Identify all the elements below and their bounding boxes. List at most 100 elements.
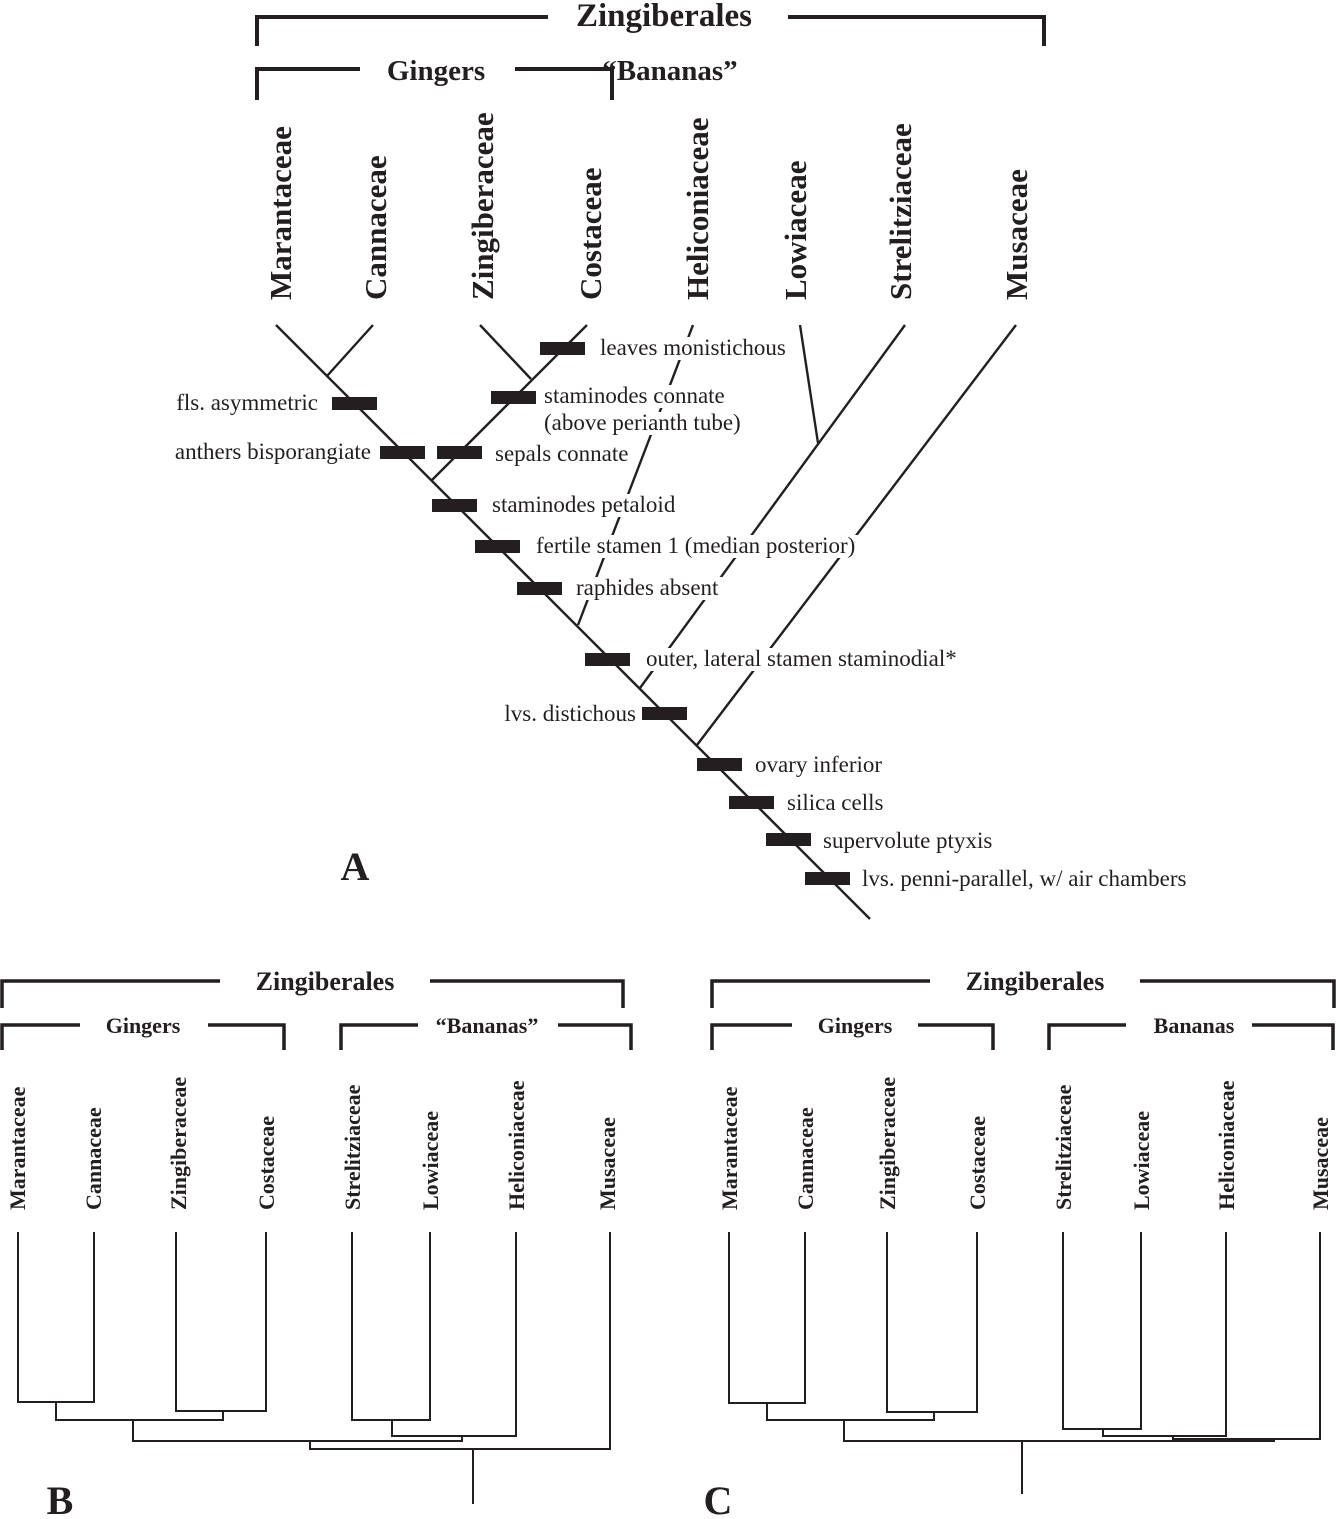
order-label: Zingiberales: [576, 0, 752, 34]
taxon-label-heliconiaceae: Heliconiaceae: [504, 1080, 529, 1210]
gingers-label: Gingers: [818, 1013, 893, 1038]
bracket-left-arm: [255, 67, 360, 100]
bananas-label: Bananas: [1154, 1013, 1235, 1038]
bracket-right-arm: [430, 979, 625, 1008]
synapomorphy-bar: [432, 499, 477, 512]
zingiberales-bracket-a: Zingiberales: [255, 0, 1046, 46]
branch-c-gingers-node: [766, 1403, 935, 1421]
character-label: lvs. distichous: [504, 701, 636, 726]
branch-strelitziaceae: [639, 324, 906, 689]
character-leaves-monistichous: leaves monistichous: [540, 335, 786, 360]
branch-c-zingiberaceae-costaceae: [886, 1232, 978, 1413]
taxon-label-zingiberaceae: Zingiberaceae: [465, 112, 500, 300]
taxon-label-musaceae: Musaceae: [999, 169, 1034, 300]
main-spine: [275, 324, 871, 920]
taxon-label-heliconiaceae: Heliconiaceae: [680, 118, 715, 301]
character-lvs-penni-parallel-w-air-chambers: lvs. penni-parallel, w/ air chambers: [805, 866, 1186, 891]
synapomorphy-bar: [585, 653, 630, 666]
character-supervolute-ptyxis: supervolute ptyxis: [766, 828, 992, 853]
taxon-label-lowiaceae: Lowiaceae: [418, 1111, 443, 1210]
taxon-label-costaceae: Costaceae: [573, 167, 608, 300]
taxon-label-strelitziaceae: Strelitziaceae: [883, 123, 918, 300]
branch-lowiaceae: [798, 324, 820, 444]
branch-b-zingiberaceae-costaceae: [175, 1232, 267, 1412]
bananas-bracket-right: [558, 1023, 633, 1050]
panel-a: Zingiberales Gingers “Bananas” Marantace…: [171, 0, 1190, 920]
bananas-bracket-left: [339, 1023, 418, 1050]
branch-cannaceae: [326, 324, 374, 377]
panel-label-c: C: [704, 1478, 733, 1519]
panel-b: Zingiberales Gingers “Bananas” Marantace…: [0, 967, 633, 1519]
branch-b-gingers-node: [55, 1402, 224, 1421]
panel-label-b: B: [47, 1478, 74, 1519]
character-label: staminodes petaloid: [492, 492, 676, 517]
gingers-bracket-left: [710, 1023, 792, 1050]
branch-heliconiaceae: [576, 324, 695, 626]
bracket-left-arm: [710, 979, 930, 1008]
branch-b-gingers-plus-bananas-partial: [132, 1420, 463, 1442]
taxon-label-musaceae: Musaceae: [595, 1117, 620, 1210]
taxon-label-zingiberaceae: Zingiberaceae: [166, 1077, 191, 1210]
taxon-label-marantaceae: Marantaceae: [263, 126, 298, 300]
branch-b-strelitziaceae-lowiaceae: [351, 1232, 431, 1421]
character-outer-lateral-stamen-staminodial: outer, lateral stamen staminodial*: [585, 646, 957, 671]
taxon-label-marantaceae: Marantaceae: [5, 1086, 30, 1210]
character-label: sepals connate: [495, 441, 628, 466]
branch-c-marantaceae-cannaceae: [728, 1232, 806, 1404]
character-above-perianth-tube: (above perianth tube): [544, 410, 741, 435]
bracket-left-arm: [0, 979, 220, 1008]
bracket-right-arm: [1140, 979, 1336, 1008]
synapomorphy-bar: [805, 872, 850, 885]
character-raphides-absent: raphides absent: [517, 575, 719, 600]
character-state-changes: leaves monistichous fls. asymmetric stamin…: [175, 335, 1187, 891]
character-label: lvs. penni-parallel, w/ air chambers: [862, 866, 1186, 891]
branch-c-gingers-bananas: [843, 1420, 1275, 1442]
character-fertile-stamen-1-median-posterior: fertile stamen 1 (median posterior): [475, 533, 855, 558]
character-lvs-distichous: lvs. distichous: [504, 701, 687, 726]
character-label: fls. asymmetric: [176, 390, 318, 415]
synapomorphy-bar: [437, 446, 482, 459]
taxon-label-strelitziaceae: Strelitziaceae: [340, 1084, 365, 1210]
taxon-label-lowiaceae: Lowiaceae: [778, 161, 813, 300]
character-label: supervolute ptyxis: [823, 828, 992, 853]
order-label: Zingiberales: [966, 967, 1105, 996]
synapomorphy-bar: [697, 758, 742, 771]
character-label: anthers bisporangiate: [175, 439, 371, 464]
synapomorphy-bar: [540, 342, 585, 355]
character-label: staminodes connate: [544, 383, 725, 408]
gingers-bracket-left: [0, 1023, 80, 1050]
synapomorphy-bar: [729, 796, 774, 809]
bananas-bracket-right: [1252, 1023, 1335, 1050]
taxon-label-strelitziaceae: Strelitziaceae: [1051, 1084, 1076, 1210]
taxon-label-cannaceae: Cannaceae: [793, 1107, 818, 1210]
character-sepals-connate: sepals connate: [437, 441, 628, 466]
bracket-left-arm: [255, 15, 548, 46]
taxon-label-cannaceae: Cannaceae: [81, 1107, 106, 1210]
gingers-bracket-a: Gingers: [255, 55, 614, 100]
character-label: ovary inferior: [755, 752, 882, 777]
character-label: silica cells: [787, 790, 883, 815]
character-ovary-inferior: ovary inferior: [697, 752, 882, 777]
taxon-label-heliconiaceae: Heliconiaceae: [1214, 1080, 1239, 1210]
taxon-label-zingiberaceae: Zingiberaceae: [875, 1077, 900, 1210]
branch-c-plus-musaceae: [1172, 1232, 1321, 1440]
character-staminodes-petaloid: staminodes petaloid: [432, 492, 676, 517]
gingers-bracket-right: [208, 1023, 286, 1050]
character-fls-asymmetric: fls. asymmetric: [176, 390, 377, 415]
branch-b-plus-heliconiaceae: [391, 1232, 517, 1437]
character-silica-cells: silica cells: [729, 790, 883, 815]
taxon-label-lowiaceae: Lowiaceae: [1129, 1111, 1154, 1210]
gingers-bracket-right: [918, 1023, 995, 1050]
phylogram-b: [17, 1232, 611, 1504]
bananas-bracket-left: [1047, 1023, 1126, 1050]
synapomorphy-bar: [766, 833, 811, 846]
synapomorphy-bar: [491, 391, 536, 404]
panel-c: Zingiberales Gingers Bananas Marantaceae…: [704, 967, 1336, 1519]
character-staminodes-connate: staminodes connate: [491, 383, 725, 408]
character-anthers-bisporangiate: anthers bisporangiate: [175, 439, 425, 464]
branch-c-plus-heliconiaceae: [1102, 1232, 1227, 1437]
synapomorphy-bar: [380, 446, 425, 459]
